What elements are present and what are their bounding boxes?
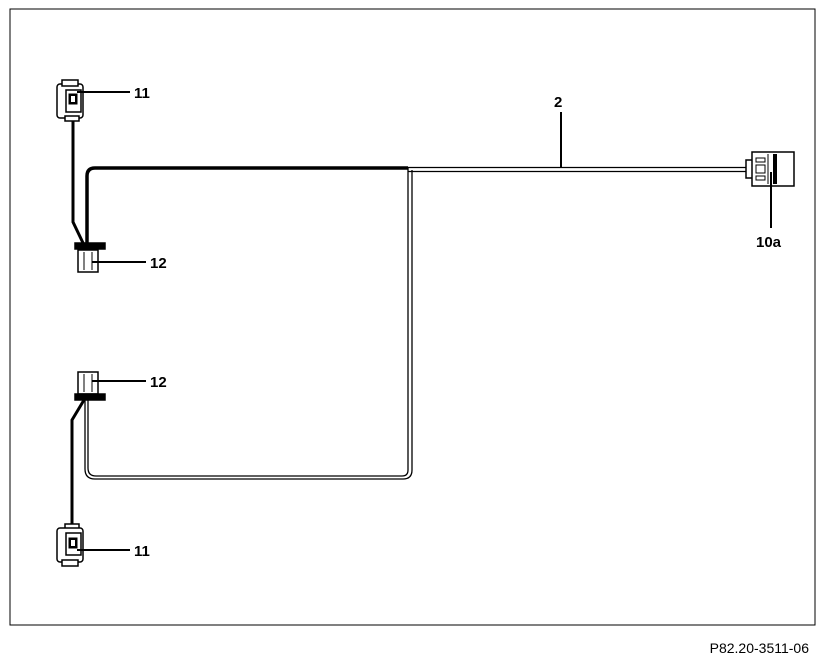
connector-bottom: [74, 371, 106, 401]
sensor-top-lead: [71, 118, 86, 246]
callout-leaders: [77, 91, 772, 551]
harness-vertical-drop: [87, 168, 409, 477]
sensor-top: [56, 79, 86, 246]
control-unit: [745, 151, 795, 187]
connector-top: [74, 242, 106, 273]
figure-id: P82.20-3511-06: [709, 640, 809, 656]
sensor-bottom: [56, 399, 86, 567]
callout-harness: 2: [554, 94, 562, 111]
callout-sensor-bottom: 11: [134, 543, 150, 560]
sensor-bottom-lead: [70, 399, 86, 528]
wiring-harness: [84, 166, 752, 480]
callout-connector-bottom: 12: [150, 374, 167, 391]
callout-connector-top: 12: [150, 255, 167, 272]
callout-control-unit: 10a: [756, 234, 782, 251]
callout-sensor-top: 11: [134, 85, 150, 102]
diagram-border: [9, 8, 816, 626]
harness-top-branch: [85, 166, 408, 250]
